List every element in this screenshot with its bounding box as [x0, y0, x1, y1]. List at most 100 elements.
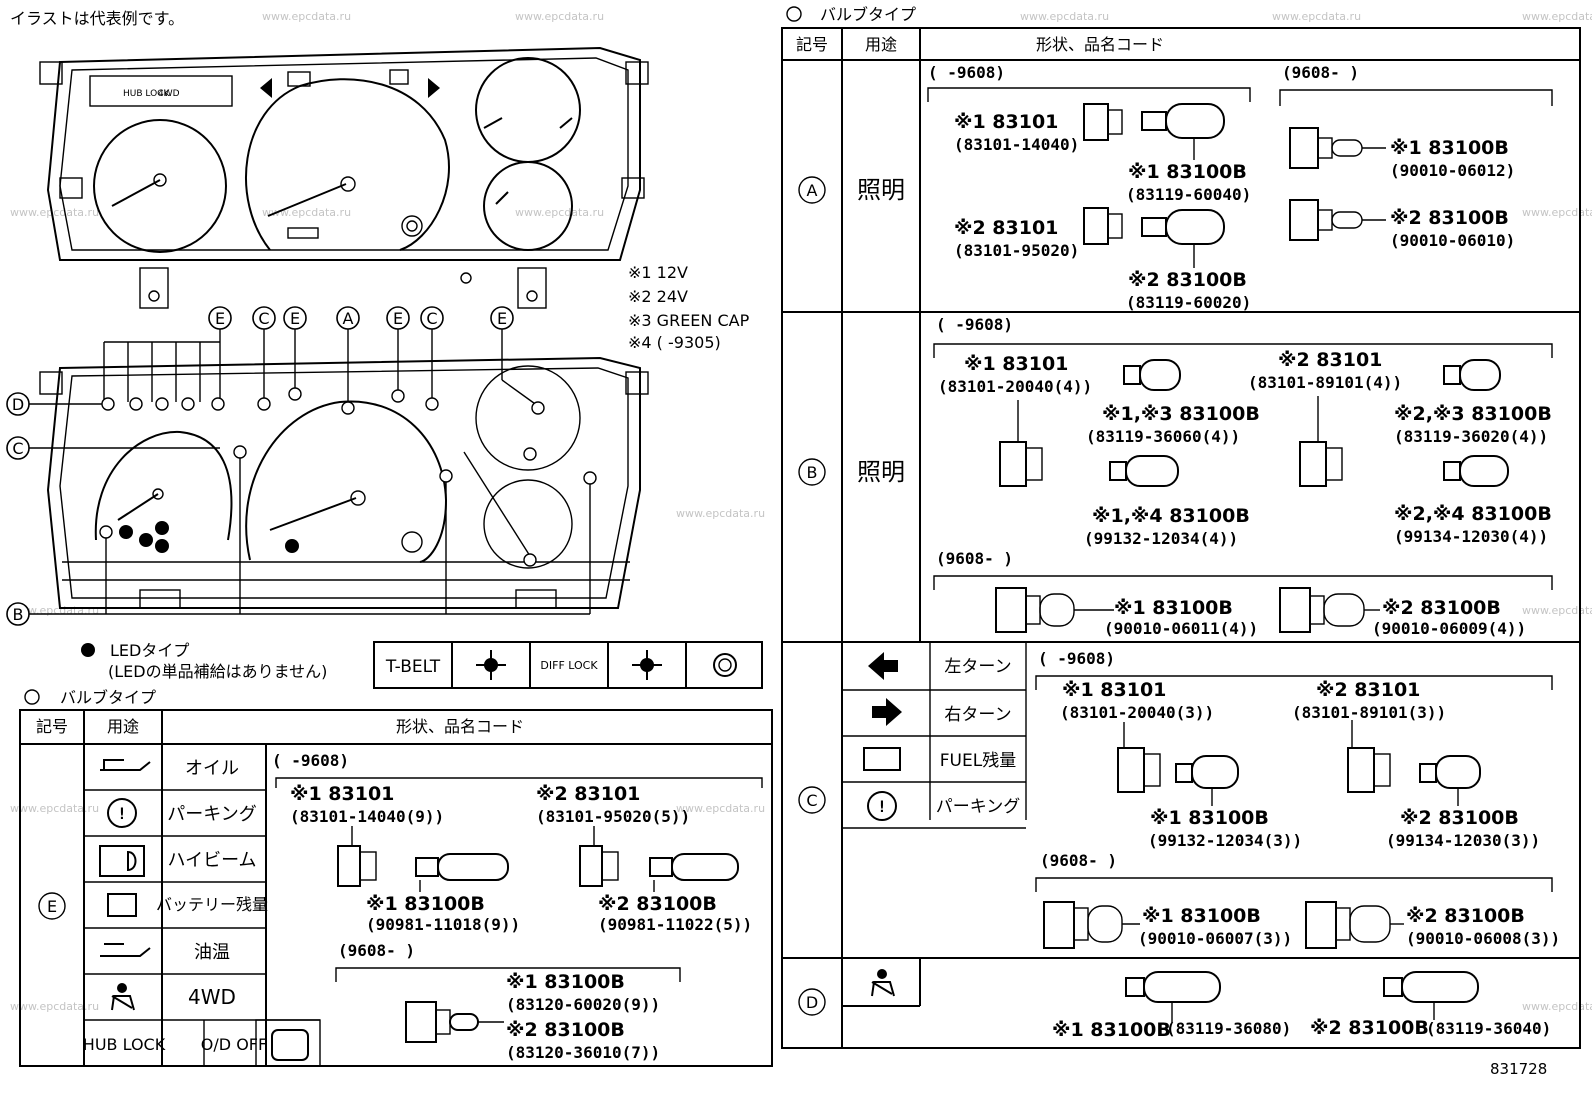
part-label: ※1 83100B	[1052, 1019, 1171, 1041]
seatbelt-warning-icon	[871, 969, 895, 997]
part-label: ※2 83100B	[598, 893, 717, 915]
part-label: ※1 83101	[964, 353, 1068, 375]
part-label: ※1 83100B	[1150, 807, 1269, 829]
part-code: (83101-89101(3))	[1292, 703, 1446, 722]
use-4wd: 4WD	[188, 985, 236, 1009]
part-code: (90010-06009(4))	[1372, 619, 1526, 638]
socket-illustration	[995, 359, 1509, 633]
led-legend: LEDタイプ (LEDの単品補給はありません) T-BELT DIFF LOCK	[81, 641, 763, 689]
header-symbol: 記号	[36, 717, 68, 736]
watermark-text: www.epcdata.ru	[676, 507, 765, 520]
part-label: ※2 83101	[1316, 679, 1420, 701]
fuel-level-icon	[863, 747, 901, 771]
callout-E: E	[393, 309, 403, 328]
part-label: ※2 83100B	[1406, 905, 1525, 927]
ring-icon	[713, 653, 737, 677]
seatbelt-warning-icon	[111, 983, 135, 1011]
callout-C: C	[258, 309, 269, 328]
part-code: (83119-60040)	[1126, 185, 1251, 204]
watermark-text: www.epcdata.ru	[1522, 206, 1592, 219]
part-code: (90010-06008(3))	[1406, 929, 1560, 948]
date-B-bottom: (9608- )	[936, 549, 1013, 568]
part-label: ※1 83100B	[366, 893, 485, 915]
callouts: E C E A E C E D C B	[6, 306, 597, 626]
callout-E: E	[497, 309, 507, 328]
part-label: ※2 83101	[954, 217, 1058, 239]
callout-E: E	[215, 309, 225, 328]
date-A-right: (9608- )	[1282, 63, 1359, 82]
part-label: ※1 83101	[1062, 679, 1166, 701]
use-hub-lock: HUB LOCK	[83, 1035, 166, 1054]
led-dot	[139, 533, 153, 547]
header-symbol: 記号	[796, 35, 828, 54]
part-code: (83101-20040(4))	[938, 377, 1092, 396]
cluster-illustration-bottom	[39, 341, 649, 609]
use-od-off: O/D OFF	[201, 1035, 267, 1054]
part-code: (99134-12030(4))	[1394, 527, 1548, 546]
part-label: ※1 83100B	[506, 971, 625, 993]
led-dot	[155, 521, 169, 535]
callout-C: C	[426, 309, 437, 328]
socket-illustration	[1083, 103, 1386, 268]
use-right-turn: 右ターン	[944, 705, 1011, 725]
cluster-illustration-top: HUB LOCK 4WD	[39, 46, 649, 309]
use-oil-temp: 油温	[194, 942, 230, 963]
part-code: (83119-36060(4))	[1086, 427, 1240, 446]
watermarks: www.epcdata.ru www.epcdata.ru www.epcdat…	[10, 10, 1592, 1013]
part-label: ※2 83100B	[1390, 207, 1509, 229]
part-code: (83120-60020(9))	[506, 995, 660, 1014]
led-dot	[155, 539, 169, 553]
part-label: ※2,※3 83100B	[1394, 403, 1552, 425]
symbol-A: A	[807, 181, 818, 200]
battery-icon	[107, 893, 137, 917]
callout-A: A	[343, 309, 354, 328]
left-bulb-table: バルブタイプ 記号 用途 形状、品名コード E ! オイル パーキング ハイビー…	[19, 688, 773, 1067]
part-label: ※2 83100B	[1382, 597, 1501, 619]
watermark-text: www.epcdata.ru	[515, 206, 604, 219]
watermark-text: www.epcdata.ru	[1522, 604, 1592, 617]
symbol-C: C	[806, 791, 817, 810]
left-turn-icon	[868, 652, 898, 680]
symbol-D: D	[806, 993, 818, 1012]
socket-illustration	[337, 826, 739, 892]
part-code: (90981-11018(9))	[366, 915, 520, 934]
high-beam-icon	[99, 845, 145, 877]
wedge-bulb-illustration	[1125, 971, 1479, 1022]
part-label: ※2 83100B	[1128, 269, 1247, 291]
left-turn-icon	[260, 78, 272, 98]
parking-brake-icon: !	[107, 798, 137, 828]
fourwd-label: 4WD	[158, 89, 180, 99]
part-label: ※2 83101	[1278, 349, 1382, 371]
callout-D: D	[12, 395, 24, 414]
illustration-note: イラストは代表例です。	[10, 9, 184, 28]
center-diff-icon	[476, 650, 506, 680]
part-code: (99132-12034(4))	[1084, 529, 1238, 548]
use-parking-C: パーキング	[936, 797, 1021, 817]
callout-small-circles	[99, 387, 597, 567]
symbol-E: E	[47, 897, 57, 916]
watermark-text: www.epcdata.ru	[1272, 10, 1361, 23]
callout-letter-circles: E C E A E C E D C B	[6, 306, 514, 626]
led-dot	[119, 525, 133, 539]
part-code: (83101-14040)	[954, 135, 1079, 154]
led-type-title: LEDタイプ	[110, 641, 189, 660]
parking-brake-icon: !	[867, 791, 897, 821]
voltage-notes: ※1 12V ※2 24V ※3 GREEN CAP ※4 ( -9305)	[628, 263, 750, 352]
use-parking: パーキング	[167, 804, 256, 825]
temp-gauge	[483, 161, 573, 251]
part-label: ※1 83100B	[1142, 905, 1261, 927]
part-label: ※1,※3 83100B	[1102, 403, 1260, 425]
watermark-text: www.epcdata.ru	[1020, 10, 1109, 23]
header-use: 用途	[107, 717, 139, 736]
t-belt-label: T-BELT	[385, 657, 441, 677]
note-4: ※4 ( -9305)	[628, 333, 721, 352]
svg-text:!: !	[877, 797, 887, 816]
part-label: ※1,※4 83100B	[1092, 505, 1250, 527]
part-label: ※1 83100B	[1128, 161, 1247, 183]
part-label: ※2 83101	[536, 783, 640, 805]
watermark-text: www.epcdata.ru	[1522, 1000, 1592, 1013]
bulb-type-heading-top: バルブタイプ	[820, 5, 916, 24]
watermark-text: www.epcdata.ru	[1522, 10, 1592, 23]
